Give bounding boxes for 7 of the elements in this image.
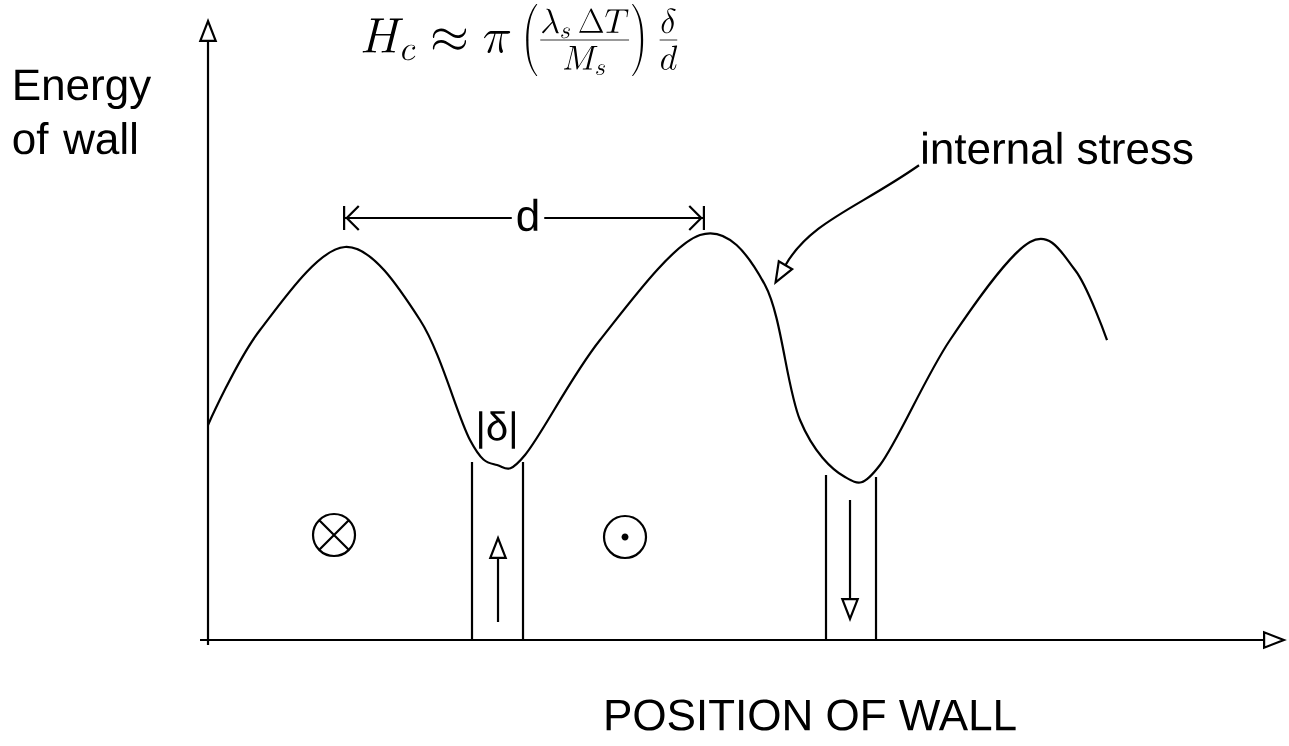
callout-text: internal stress <box>923 131 1193 165</box>
energy-curve <box>207 232 1109 483</box>
formula: $H_c \approx \pi \left(\frac{\lambda_s \, \Delta T}{M_s}\right) \frac{\delta}{d}$ <box>362 4 678 76</box>
dimension-label: d <box>511 194 545 236</box>
wall-width-label: |δ| <box>479 411 515 449</box>
axis-label: Energy of wall <box>13 69 152 155</box>
axis-label: POSITION OF WALL <box>606 699 1016 731</box>
